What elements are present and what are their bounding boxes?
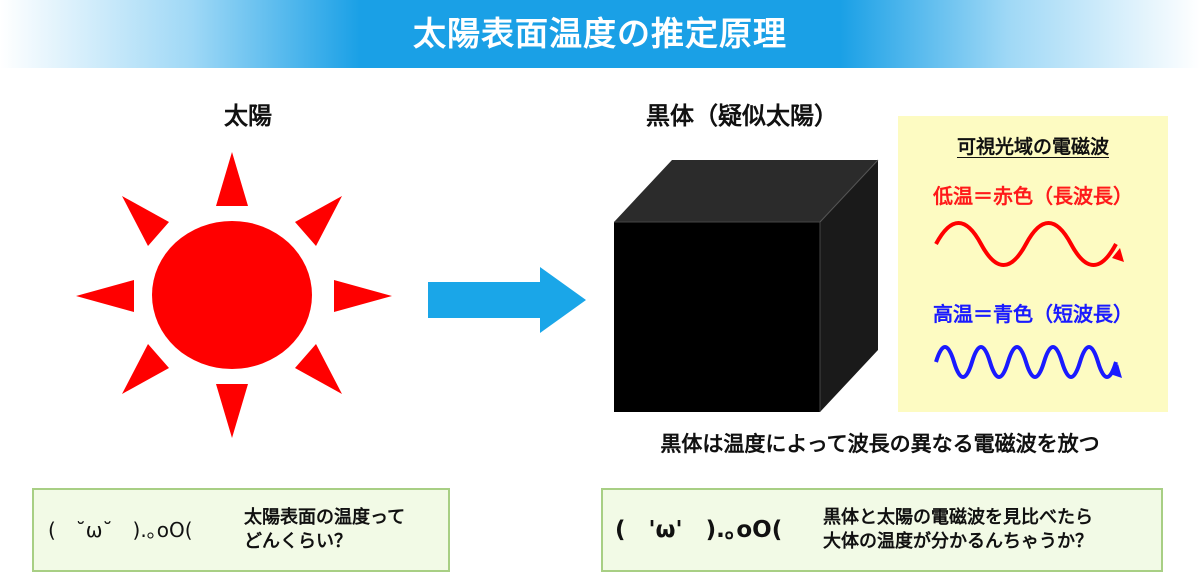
thought-bubble-right: ( 'ω' ).｡oO( 黒体と太陽の電磁波を見比べたら 大体の温度が分かるんち… bbox=[601, 488, 1163, 572]
high-temp-label: 高温＝青色（短波長） bbox=[933, 302, 1133, 326]
thought-text-right: 黒体と太陽の電磁波を見比べたら 大体の温度が分かるんちゃうか？ bbox=[823, 506, 1093, 554]
thought-line: どんくらい？ bbox=[244, 531, 352, 552]
kaomoji-left: ( ˘ω˘ ).｡oO( bbox=[48, 518, 193, 542]
thought-line: 太陽表面の温度って bbox=[244, 507, 406, 528]
thought-text-left: 太陽表面の温度って どんくらい？ bbox=[244, 506, 405, 554]
blackbody-label: 黒体（疑似太陽） bbox=[646, 102, 838, 130]
red-wave-arrowhead-icon bbox=[1112, 248, 1124, 262]
thought-line: 黒体と太陽の電磁波を見比べたら bbox=[823, 507, 1093, 528]
visible-spectrum-panel: 可視光域の電磁波 低温＝赤色（長波長） 高温＝青色（短波長） bbox=[898, 116, 1168, 412]
page-title: 太陽表面温度の推定原理 bbox=[413, 14, 787, 53]
right-arrow-icon bbox=[428, 267, 586, 333]
blue-wave-arrowhead-icon bbox=[1110, 364, 1122, 378]
waves bbox=[934, 221, 1124, 379]
spectrum-title: 可視光域の電磁波 bbox=[956, 136, 1109, 158]
kaomoji-right: ( 'ω' ).｡oO( bbox=[615, 517, 783, 543]
title-banner bbox=[0, 0, 1200, 68]
blackbody-cube bbox=[614, 159, 879, 412]
blue-short-wave-icon bbox=[934, 345, 1118, 379]
thought-line: 大体の温度が分かるんちゃうか？ bbox=[823, 531, 1093, 552]
sun-icon bbox=[76, 152, 392, 438]
red-long-wave-icon bbox=[934, 221, 1118, 267]
thought-bubble-left: ( ˘ω˘ ).｡oO( 太陽表面の温度って どんくらい？ bbox=[32, 488, 450, 572]
blackbody-caption: 黒体は温度によって波長の異なる電磁波を放つ bbox=[660, 432, 1100, 456]
low-temp-label: 低温＝赤色（長波長） bbox=[933, 184, 1133, 208]
sun-label: 太陽 bbox=[224, 102, 272, 130]
